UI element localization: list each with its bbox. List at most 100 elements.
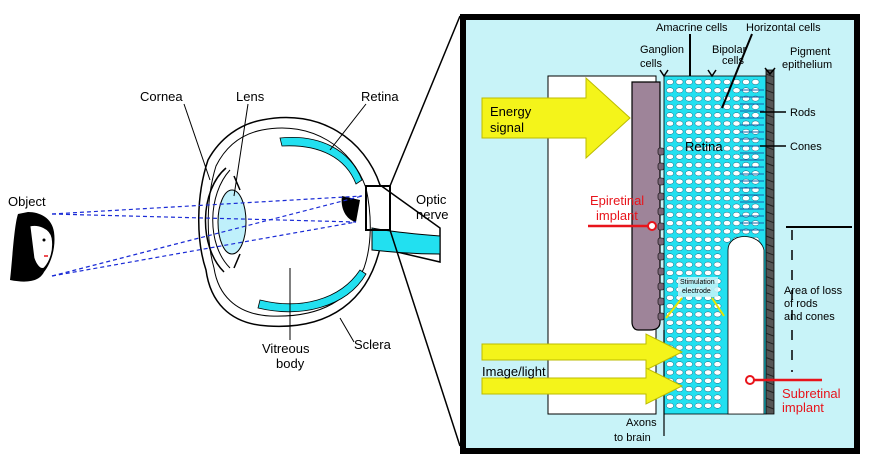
retinal-cell: [751, 170, 760, 177]
retinal-cell: [732, 187, 741, 193]
retinal-cell: [751, 112, 760, 119]
retinal-cell: [666, 336, 674, 343]
retinal-cell: [685, 195, 693, 202]
retinal-cell: [704, 319, 712, 326]
retinal-cell: [732, 170, 741, 177]
retinal-cell: [713, 195, 722, 202]
retinal-cell: [675, 336, 684, 343]
retinal-cell: [666, 261, 674, 268]
pigment-tick: [765, 114, 775, 118]
retinal-cell: [694, 170, 703, 177]
retinal-cell: [713, 394, 722, 401]
retinal-cell: [713, 162, 722, 168]
label-stimulation-1: Stimulation: [680, 279, 715, 286]
label-epiretinal-2: implant: [596, 208, 638, 223]
retinal-cell: [704, 270, 712, 276]
retinal-cell: [685, 137, 693, 143]
retinal-cell: [685, 228, 693, 235]
retinal-cell: [704, 245, 712, 251]
pigment-tick: [765, 211, 775, 216]
retinal-cell: [675, 319, 684, 326]
pigment-tick: [765, 219, 775, 224]
retinal-cell: [713, 270, 722, 276]
retinal-cell: [704, 153, 712, 160]
label-ganglion-2: cells: [640, 58, 663, 70]
retinal-cell: [751, 79, 760, 85]
retinal-cell: [675, 170, 684, 177]
retinal-cell: [694, 162, 703, 168]
pigment-tick: [765, 97, 775, 102]
retinal-cell: [675, 145, 684, 152]
pigment-tick: [765, 195, 775, 199]
retinal-cell: [694, 377, 703, 384]
retinal-cell: [666, 79, 674, 85]
retinal-cell: [675, 228, 684, 235]
retinal-cell: [713, 253, 722, 260]
pigment-tick: [765, 251, 775, 256]
pigment-epithelium-ticks: [765, 73, 775, 410]
retinal-cell: [685, 303, 693, 309]
pigment-tick: [765, 154, 775, 159]
retinal-cell: [732, 87, 741, 94]
retinal-cell: [723, 79, 731, 85]
electrode-nub: [657, 147, 665, 156]
pigment-tick: [765, 340, 775, 345]
retinal-cell: [704, 203, 712, 210]
retinal-cell: [685, 319, 693, 326]
pigment-tick: [765, 348, 775, 353]
pigment-tick: [765, 405, 775, 410]
pigment-tick: [765, 186, 775, 191]
retinal-cell: [732, 203, 741, 210]
label-subretinal-2: implant: [782, 400, 824, 415]
retinal-cell: [713, 361, 722, 368]
pigment-tick: [765, 389, 775, 394]
label-epiretinal-1: Epiretinal: [590, 193, 644, 208]
retinal-cell: [666, 369, 674, 376]
retinal-cell: [704, 211, 712, 218]
retinal-cell: [704, 236, 712, 243]
retinal-cell: [694, 361, 703, 368]
retinal-cell: [704, 145, 712, 152]
retinal-cell: [694, 79, 703, 85]
epiretinal-implant-body: [631, 81, 661, 331]
retinal-cell: [666, 402, 674, 409]
retinal-cell: [723, 211, 731, 218]
retinal-cell: [732, 162, 741, 168]
retinal-cell: [732, 120, 741, 127]
retinal-cell: [694, 137, 703, 143]
retinal-cell: [704, 178, 712, 185]
retinal-cell: [751, 137, 760, 143]
retinal-cell: [704, 311, 712, 318]
retinal-cell: [713, 203, 722, 210]
pigment-tick: [765, 138, 775, 143]
epiretinal-marker-dot: [647, 221, 657, 231]
retinal-cell: [666, 361, 674, 368]
pigment-tick: [765, 373, 775, 378]
label-vitreous-1: Vitreous: [262, 341, 310, 356]
retinal-cell: [666, 228, 674, 235]
retinal-cell: [704, 170, 712, 177]
retinal-cell: [675, 402, 684, 409]
retinal-cell: [666, 95, 674, 102]
label-retina: Retina: [361, 89, 399, 104]
retinal-cell: [685, 170, 693, 177]
retinal-cell: [694, 344, 703, 351]
pigment-tick: [765, 73, 775, 78]
retinal-cell: [704, 336, 712, 343]
retinal-cell: [675, 253, 684, 260]
label-stimulation-2: electrode: [682, 288, 711, 295]
retinal-cell: [751, 187, 760, 193]
retinal-cell: [723, 153, 731, 160]
retinal-cell: [685, 270, 693, 276]
retinal-cell: [704, 128, 712, 135]
retinal-cell: [732, 195, 741, 202]
retinal-cell: [742, 162, 750, 168]
retinal-cell: [704, 253, 712, 260]
label-subretinal-1: Subretinal: [782, 386, 841, 401]
retinal-cell: [694, 336, 703, 343]
retinal-cell: [723, 145, 731, 152]
retinal-cell: [713, 386, 722, 392]
retinal-cell: [723, 162, 731, 168]
retinal-cell: [732, 95, 741, 102]
